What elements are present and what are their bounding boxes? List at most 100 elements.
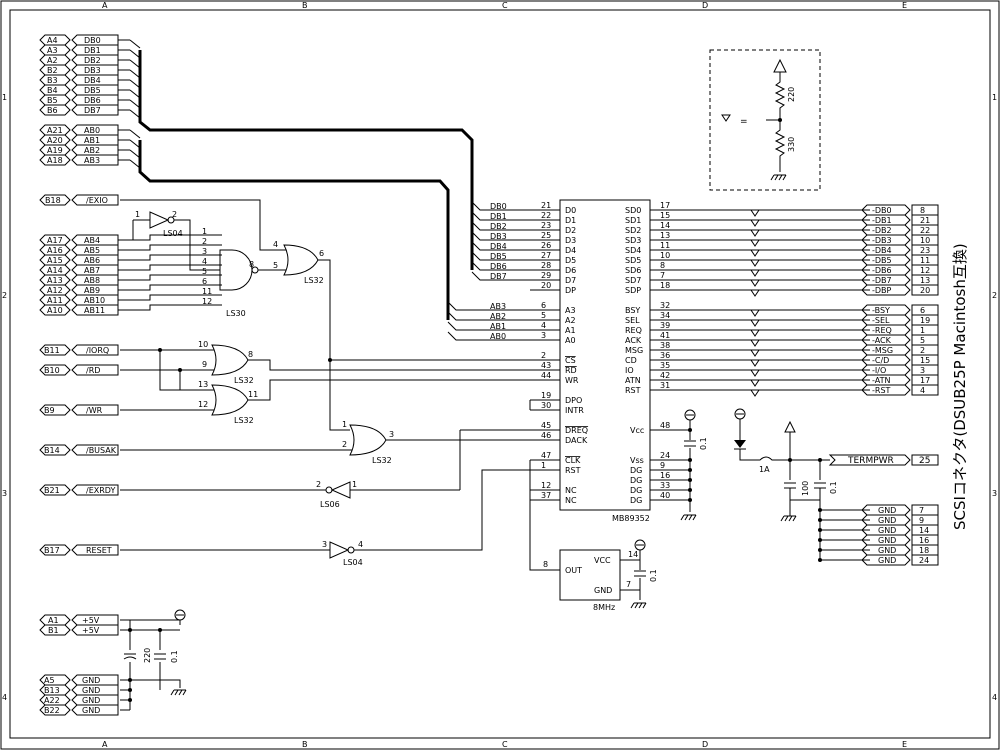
scsi-gnd-pin: 7: [919, 506, 924, 515]
row-mark-left: 3: [2, 489, 7, 498]
scsi-gnd-pin: 24: [919, 556, 929, 565]
ls32b-pin-in2: 9: [202, 360, 207, 369]
osc-freq: 8MHz: [593, 603, 615, 612]
terminator-icon: [750, 359, 760, 367]
ls30-input-wire: [120, 254, 222, 261]
terminator-icon: [750, 329, 760, 337]
chip-pin-name: CS: [565, 356, 576, 365]
chip-pin-name: BSY: [625, 306, 640, 315]
scsi-signal-name: -DB7: [872, 276, 892, 285]
connector-id: A10: [47, 306, 63, 315]
connector-port: [39, 364, 71, 376]
row-mark-right: 4: [992, 693, 997, 702]
ls04a-pin-out: 2: [172, 210, 177, 219]
chip-pin-number: 21: [541, 201, 551, 210]
signal-name: DB5: [84, 86, 101, 95]
signal-name: AB1: [84, 136, 100, 145]
connector-port: [39, 544, 71, 556]
scsi-pin-number: 20: [920, 286, 930, 295]
ls32a-pin-in2: 5: [273, 261, 278, 270]
connector-id: A18: [47, 156, 63, 165]
chip-pin-name: RST: [625, 386, 641, 395]
data-bus-tap: [471, 241, 530, 251]
data-bus-tap: [471, 271, 530, 281]
connector-id: B17: [44, 546, 60, 555]
data-bus-tap-label: DB5: [490, 252, 507, 261]
connector-id: A1: [48, 616, 59, 625]
addr-bus-tap-label: AB1: [490, 322, 506, 331]
chip-pin-name: D0: [565, 206, 576, 215]
osc-pin-out: 8: [543, 560, 548, 569]
row-mark-left: 2: [2, 291, 7, 300]
chip-power-number: 40: [660, 491, 670, 500]
connector-id: B6: [47, 106, 58, 115]
terminator-icon: [750, 349, 760, 357]
chip-pin-name: SD3: [625, 236, 641, 245]
scsi-gnd-name: GND: [878, 506, 896, 515]
scsi-pin-number: 1: [920, 326, 925, 335]
chip-power-name: DG: [630, 466, 642, 475]
data-bus-tap-label: DB3: [490, 232, 507, 241]
bus-entry: [129, 99, 141, 109]
addr-bus-tap: [447, 321, 530, 331]
chip-cap-label: 0.1: [699, 437, 708, 450]
signal-name: AB8: [84, 276, 100, 285]
chip-pin-number: 11: [660, 241, 670, 250]
chip-pin-name: SD0: [625, 206, 641, 215]
ab4-to-ls04: [120, 220, 134, 241]
chip-pin-number: 34: [660, 311, 670, 320]
ls32d-label: LS32: [372, 456, 392, 465]
data-bus-tap: [471, 201, 530, 211]
chip-pin-number: 31: [660, 381, 670, 390]
chip-pin-number: 28: [541, 261, 551, 270]
signal-name: AB0: [84, 126, 100, 135]
col-mark-top: A: [102, 1, 108, 10]
ls30-input-pin: 4: [202, 257, 207, 266]
scsi-signal-tag: [861, 384, 911, 396]
addr-bus-tap: [447, 331, 530, 341]
scsi-gnd-pin-box: [911, 504, 939, 516]
signal-name: DB2: [84, 56, 101, 65]
data-bus-tap-label: DB4: [490, 242, 507, 251]
signal-tag: [71, 674, 119, 686]
terminator-icon: [750, 209, 760, 217]
scsi-pin-number: 23: [920, 246, 930, 255]
chip-pin-name: MSG: [625, 346, 643, 355]
chip-pin-number: 20: [541, 281, 551, 290]
chip-pin-number: 30: [541, 401, 551, 410]
address-bus-line: [138, 140, 450, 320]
chip-pin-name: NC: [565, 486, 577, 495]
chip-pin-number: 46: [541, 431, 551, 440]
col-mark-bottom: C: [502, 740, 508, 749]
chip-pin-name: ACK: [625, 336, 642, 345]
scsi-signal-name: -DB4: [872, 246, 892, 255]
ls32a-label: LS32: [304, 276, 324, 285]
signal-name: AB9: [84, 286, 100, 295]
connector-id: A12: [47, 286, 63, 295]
junction-dot: [688, 488, 692, 492]
chip-pin-number: 39: [660, 321, 670, 330]
ls04a-pin-in: 1: [135, 210, 140, 219]
power-cap2-label: 0.1: [170, 650, 179, 663]
row-mark-left: 1: [2, 93, 7, 102]
signal-tag: [71, 624, 119, 636]
chip-pin-name: SD4: [625, 246, 641, 255]
connector-id: B22: [44, 706, 60, 715]
chip-power-name: DG: [630, 496, 642, 505]
signal-name: /EXRDY: [86, 486, 116, 495]
scsi-pin-number: 19: [920, 316, 930, 325]
signal-name: /BUSAK: [86, 446, 117, 455]
chip-pin-name: D5: [565, 256, 576, 265]
scsi-pin-number: 5: [920, 336, 925, 345]
signal-name: /IORQ: [86, 346, 109, 355]
junction-dot: [688, 458, 692, 462]
scsi-gnd-pin-box: [911, 554, 939, 566]
connector-id: A14: [47, 266, 63, 275]
ls32-or-gate-d: LS32 1 2 3: [342, 420, 394, 465]
chip-pin-number: 12: [541, 481, 551, 490]
col-mark-bottom: B: [302, 740, 308, 749]
